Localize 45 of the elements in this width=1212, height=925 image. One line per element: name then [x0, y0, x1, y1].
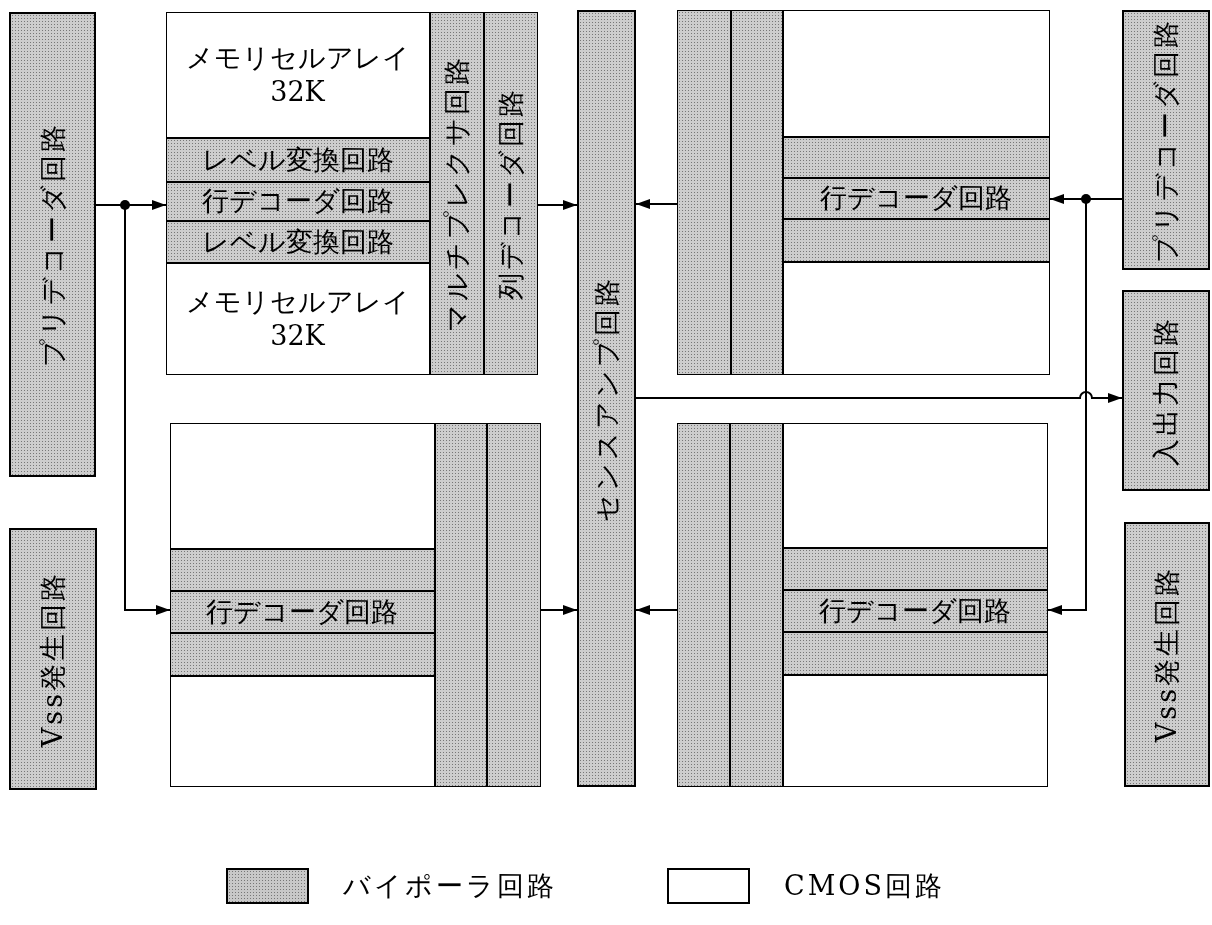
- circuit-band: [782, 218, 1050, 262]
- circuit-band: レベル変換回路: [165, 137, 430, 182]
- circuit-band: 行デコーダ回路: [165, 181, 430, 221]
- memory-block: [166, 12, 538, 375]
- circuit-strip: 列デコーダ回路: [483, 11, 538, 375]
- circuit-strip: [730, 9, 783, 375]
- circuit-strip: [729, 422, 783, 787]
- circuit-band: [782, 136, 1050, 178]
- circuit-strip: [434, 422, 487, 787]
- arrow: [540, 605, 578, 615]
- circuit-block: Vss発生回路: [9, 528, 97, 790]
- legend-label: バイポーラ回路: [343, 869, 557, 903]
- circuit-band: レベル変換回路: [165, 220, 430, 263]
- circuit-block: プリデコーダ回路: [9, 12, 96, 477]
- memory-area: [782, 422, 1048, 548]
- circuit-band: [782, 547, 1048, 590]
- circuit-block: プリデコーダ回路: [1122, 10, 1210, 270]
- circuit-strip: [676, 9, 731, 375]
- circuit-band: 行デコーダ回路: [169, 590, 435, 633]
- circuit-strip: [676, 422, 730, 787]
- memory-block: [170, 423, 541, 787]
- circuit-band: [169, 632, 435, 676]
- circuit-strip: [486, 422, 541, 787]
- legend-label: CMOS回路: [784, 869, 945, 903]
- memory-block: [677, 10, 1050, 375]
- memory-area: [782, 9, 1050, 137]
- circuit-band: 行デコーダ回路: [782, 177, 1050, 219]
- memory-area: [782, 674, 1048, 787]
- memory-block: [677, 423, 1048, 787]
- memory-area: [169, 422, 435, 549]
- circuit-band: [782, 631, 1048, 675]
- arrow: [635, 391, 1123, 403]
- circuit-block: 入出力回路: [1122, 290, 1210, 491]
- memory-area: [782, 261, 1050, 375]
- arrow: [537, 200, 578, 210]
- memory-area: [169, 675, 435, 787]
- circuit-band: [169, 548, 435, 591]
- arrow: [635, 605, 678, 615]
- circuit-block: センスアンプ回路: [577, 10, 636, 787]
- circuit-block: メモリセルアレイ32K: [165, 262, 430, 375]
- arrow: [635, 199, 678, 209]
- circuit-block: Vss発生回路: [1124, 522, 1210, 787]
- circuit-band: 行デコーダ回路: [782, 589, 1048, 632]
- circuit-strip: マルチプレクサ回路: [429, 11, 484, 375]
- circuit-block: メモリセルアレイ32K: [165, 11, 430, 138]
